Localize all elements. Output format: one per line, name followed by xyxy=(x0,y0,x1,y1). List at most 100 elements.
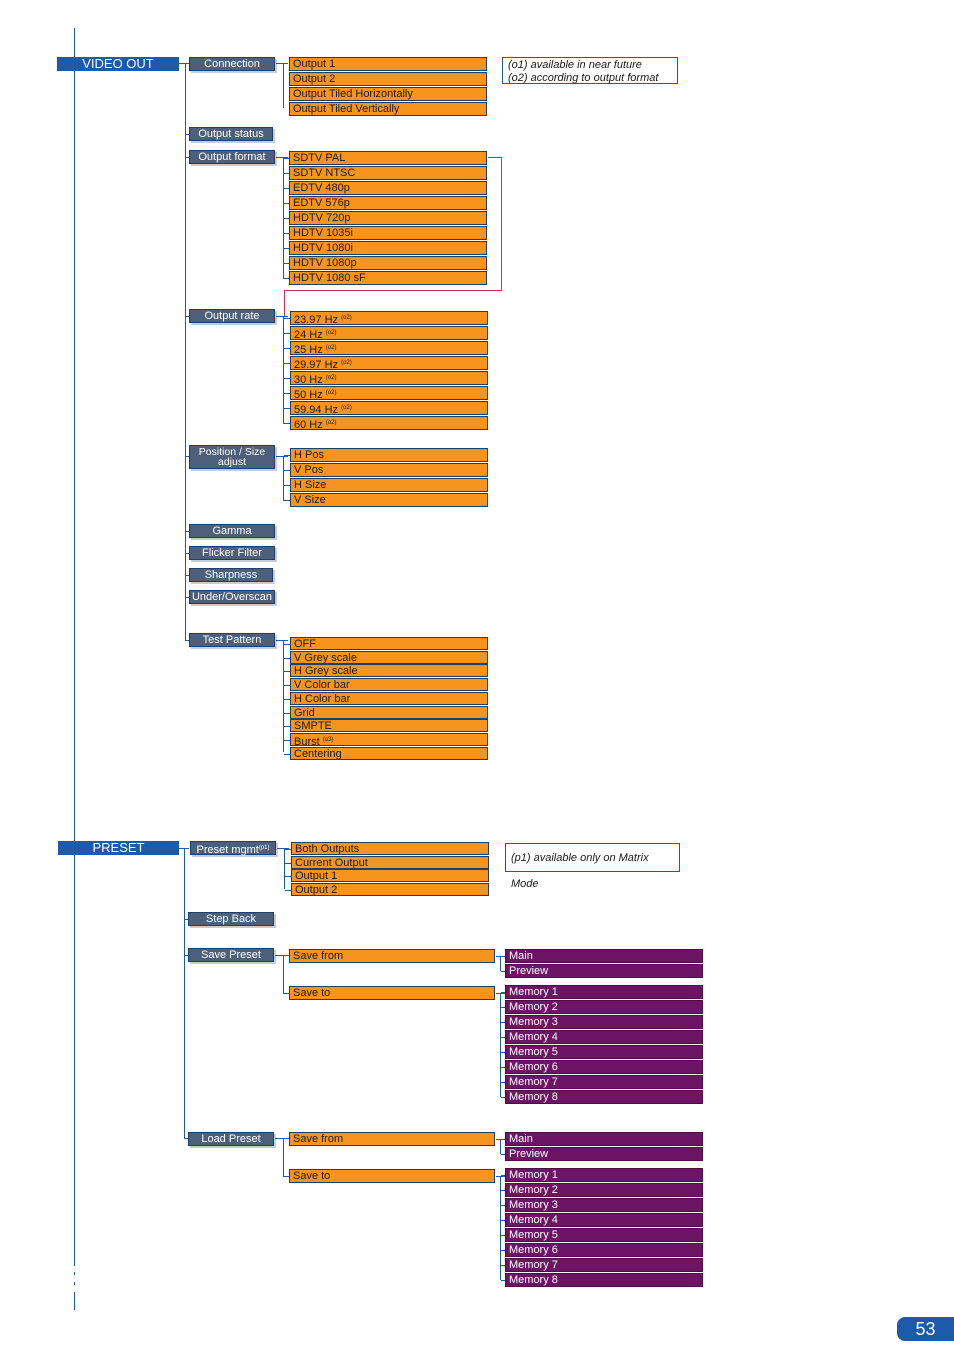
preset-mgmt-option-label: Output 2 xyxy=(295,883,338,896)
position-size-option[interactable]: V Pos xyxy=(290,463,488,477)
output-rate-option[interactable]: 23.97 Hz (o2) xyxy=(290,311,488,325)
save-to-memory-option[interactable]: Memory 3 xyxy=(505,1015,703,1029)
output-format-option[interactable]: HDTV 1080p xyxy=(289,256,487,270)
load-to-memory-option[interactable]: Memory 1 xyxy=(505,1168,703,1182)
preset-mgmt-option[interactable]: Output 2 xyxy=(291,882,489,896)
test-pattern-option-label: H Grey scale xyxy=(294,665,358,678)
preset-mgmt-option[interactable]: Current Output xyxy=(291,855,489,869)
connection-option[interactable]: Output Tiled Vertically xyxy=(289,102,487,116)
output-format-option[interactable]: HDTV 720p xyxy=(289,211,487,225)
save-from-option[interactable]: Main xyxy=(505,949,703,963)
save-from-option[interactable]: Preview xyxy=(505,964,703,978)
output-format-option-label: HDTV 1035i xyxy=(293,227,353,239)
preset-trunk xyxy=(184,848,185,1138)
save-to-item[interactable]: Save to xyxy=(289,986,495,1000)
save-to-memory-option[interactable]: Memory 2 xyxy=(505,1000,703,1014)
save-to-memory-option[interactable]: Memory 7 xyxy=(505,1075,703,1089)
flicker-filter-item[interactable]: Flicker Filter xyxy=(189,546,275,560)
output-format-option-label: EDTV 480p xyxy=(293,182,350,194)
footnote-box-o: (o1) available in near future (o2) accor… xyxy=(502,57,678,84)
save-to-memory-option-label: Memory 8 xyxy=(509,1091,558,1103)
save-to-memory-option[interactable]: Memory 5 xyxy=(505,1045,703,1059)
preset-mgmt-option[interactable]: Both Outputs xyxy=(291,842,489,855)
preset-mgmt-option[interactable]: Output 1 xyxy=(291,869,489,882)
output-format-option[interactable]: EDTV 576p xyxy=(289,196,487,210)
test-pattern-item[interactable]: Test Pattern xyxy=(189,633,275,647)
load-to-memory-option-label: Memory 6 xyxy=(509,1244,558,1256)
load-save-to-item[interactable]: Save to xyxy=(289,1169,495,1183)
load-save-from-item[interactable]: Save from xyxy=(289,1132,495,1146)
output-rate-option[interactable]: 30 Hz (o2) xyxy=(290,371,488,385)
output-format-option[interactable]: HDTV 1080 sF xyxy=(289,271,487,285)
load-from-option[interactable]: Main xyxy=(505,1132,703,1146)
preset-mgmt-item[interactable]: Preset mgmt(p1) xyxy=(190,841,276,856)
output-rate-option[interactable]: 25 Hz (o2) xyxy=(290,341,488,355)
output-format-option[interactable]: SDTV PAL xyxy=(289,151,487,165)
output-rate-option-sup: (o2) xyxy=(325,390,337,396)
connector xyxy=(501,1205,505,1206)
output-rate-option[interactable]: 50 Hz (o2) xyxy=(290,386,488,400)
test-pattern-option-label: V Grey scale xyxy=(294,651,357,664)
connector xyxy=(284,423,290,424)
save-to-memory-option[interactable]: Memory 8 xyxy=(505,1090,703,1104)
footnote-o1: (o1) available in near future xyxy=(508,59,642,71)
output-rate-item[interactable]: Output rate xyxy=(189,309,275,323)
output-format-item[interactable]: Output format xyxy=(189,150,275,164)
test-pattern-option[interactable]: V Color bar xyxy=(290,678,488,692)
test-pattern-option[interactable]: Burst (o3) xyxy=(290,732,488,746)
left-rule-dot xyxy=(74,1272,75,1275)
output-rate-option[interactable]: 60 Hz (o2) xyxy=(290,416,488,430)
preset-mgmt-option-label: Current Output xyxy=(295,856,368,869)
load-to-memory-option[interactable]: Memory 5 xyxy=(505,1228,703,1242)
connection-option[interactable]: Output 2 xyxy=(289,72,487,86)
save-to-memory-option[interactable]: Memory 4 xyxy=(505,1030,703,1044)
output-status-item[interactable]: Output status xyxy=(189,127,273,141)
test-pattern-option[interactable]: Centering xyxy=(290,746,488,760)
position-size-item[interactable]: Position / Size adjust xyxy=(189,445,275,469)
gamma-item[interactable]: Gamma xyxy=(189,524,275,538)
step-back-item[interactable]: Step Back xyxy=(188,912,274,926)
position-size-option-label: V Size xyxy=(294,494,326,506)
output-format-option[interactable]: EDTV 480p xyxy=(289,181,487,195)
test-pattern-option[interactable]: Grid xyxy=(290,705,488,719)
sharpness-item[interactable]: Sharpness xyxy=(189,568,273,582)
connector xyxy=(500,993,501,1097)
connector xyxy=(185,456,189,457)
position-size-option[interactable]: V Size xyxy=(290,493,488,507)
test-pattern-option[interactable]: H Grey scale xyxy=(290,664,488,678)
position-size-option[interactable]: H Size xyxy=(290,478,488,492)
connector xyxy=(284,393,290,394)
save-to-memory-option[interactable]: Memory 1 xyxy=(505,985,703,999)
save-to-memory-option-label: Memory 4 xyxy=(509,1031,558,1043)
connector xyxy=(284,333,290,334)
load-to-memory-option[interactable]: Memory 2 xyxy=(505,1183,703,1197)
test-pattern-option[interactable]: V Grey scale xyxy=(290,650,488,664)
output-format-option[interactable]: HDTV 1035i xyxy=(289,226,487,240)
load-from-option[interactable]: Preview xyxy=(505,1147,703,1161)
test-pattern-option[interactable]: SMPTE xyxy=(290,719,488,733)
output-format-option[interactable]: HDTV 1080i xyxy=(289,241,487,255)
test-pattern-option[interactable]: OFF xyxy=(290,637,488,650)
save-from-item[interactable]: Save from xyxy=(289,949,495,963)
position-size-option[interactable]: H Pos xyxy=(290,448,488,462)
test-pattern-option[interactable]: H Color bar xyxy=(290,691,488,705)
load-to-memory-option-label: Memory 8 xyxy=(509,1274,558,1286)
connection-option[interactable]: Output Tiled Horizontally xyxy=(289,87,487,101)
output-format-option[interactable]: SDTV NTSC xyxy=(289,166,487,180)
load-to-memory-option[interactable]: Memory 8 xyxy=(505,1273,703,1287)
connection-item[interactable]: Connection xyxy=(189,57,275,71)
load-to-memory-option[interactable]: Memory 4 xyxy=(505,1213,703,1227)
load-to-memory-option[interactable]: Memory 7 xyxy=(505,1258,703,1272)
output-rate-option[interactable]: 59.94 Hz (o2) xyxy=(290,401,488,415)
save-preset-item[interactable]: Save Preset xyxy=(188,948,274,962)
load-preset-item[interactable]: Load Preset xyxy=(188,1132,274,1146)
load-to-memory-option[interactable]: Memory 3 xyxy=(505,1198,703,1212)
under-overscan-item[interactable]: Under/Overscan xyxy=(189,590,275,604)
load-to-memory-option[interactable]: Memory 6 xyxy=(505,1243,703,1257)
output-rate-option[interactable]: 24 Hz (o2) xyxy=(290,326,488,340)
save-to-memory-option[interactable]: Memory 6 xyxy=(505,1060,703,1074)
connection-option[interactable]: Output 1 xyxy=(289,57,487,71)
save-to-memory-option-label: Memory 1 xyxy=(509,986,558,998)
save-to-memory-option-label: Memory 5 xyxy=(509,1046,558,1058)
output-rate-option[interactable]: 29.97 Hz (o2) xyxy=(290,356,488,370)
